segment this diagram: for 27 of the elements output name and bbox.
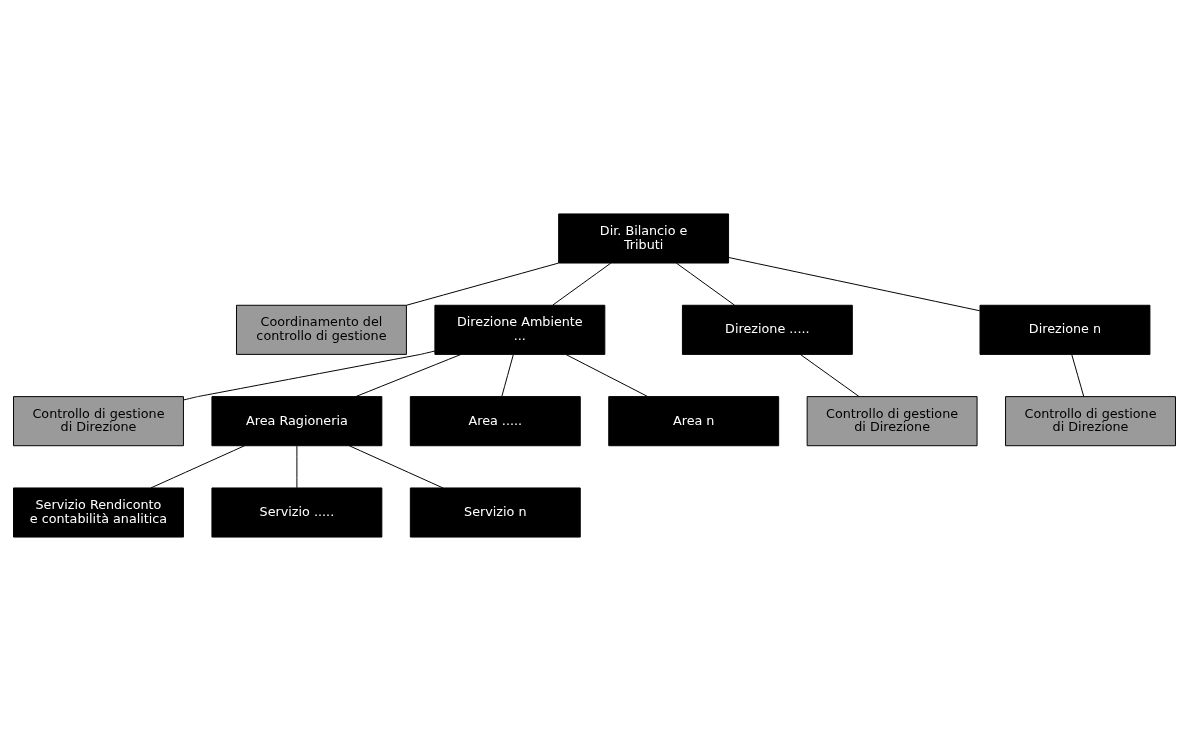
- connector: [355, 353, 462, 398]
- connector: [800, 354, 860, 397]
- connector: [405, 262, 560, 306]
- connector: [183, 350, 436, 401]
- connector: [296, 445, 298, 489]
- node-box: Coordinamento del controllo di gestione: [236, 304, 407, 355]
- connector: [348, 445, 444, 489]
- connector: [150, 445, 245, 489]
- connector: [552, 262, 612, 306]
- node-box: Servizio n: [409, 487, 581, 538]
- connector: [501, 354, 514, 397]
- connector: [728, 257, 981, 312]
- connector: [565, 354, 649, 397]
- connector: [675, 262, 735, 306]
- node-box: Dir. Bilancio e Tributi: [558, 213, 730, 264]
- node-box: Area Ragioneria: [211, 396, 383, 447]
- node-box: Controllo di gestione di Direzione: [13, 396, 184, 447]
- connector: [1071, 354, 1085, 397]
- node-box: Servizio Rendiconto e contabilità analitica: [13, 487, 184, 538]
- node-box: Direzione n: [979, 304, 1151, 355]
- node-box: Area n: [608, 396, 780, 447]
- node-box: Area .....: [409, 396, 581, 447]
- node-box: Controllo di gestione di Direzione: [1005, 396, 1176, 447]
- node-box: Direzione .....: [681, 304, 853, 355]
- node-box: Direzione Ambiente ...: [434, 304, 606, 355]
- node-box: Servizio .....: [211, 487, 383, 538]
- node-box: Controllo di gestione di Direzione: [806, 396, 978, 447]
